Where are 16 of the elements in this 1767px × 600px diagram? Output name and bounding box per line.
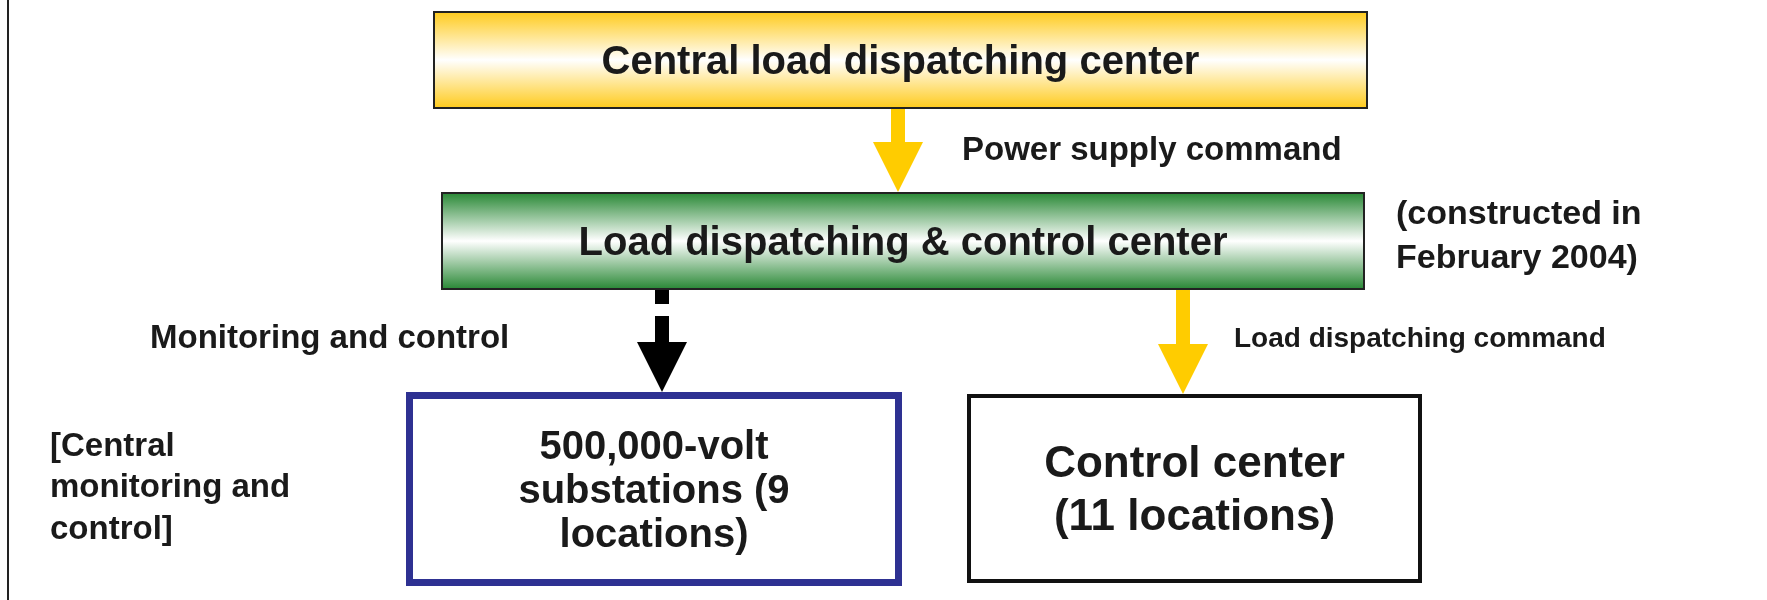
process-box <box>433 11 1368 109</box>
process-box <box>406 392 902 586</box>
edge-label: Monitoring and control <box>150 318 510 356</box>
side-note: [Central monitoring and control] <box>50 425 292 548</box>
node-label: 500,000-volt substations (9 locations) <box>517 423 791 555</box>
arrow <box>637 290 687 392</box>
node-label: Central load dispatching center <box>601 37 1200 84</box>
edge-label: Power supply command <box>962 130 1342 168</box>
arrow <box>1158 290 1208 394</box>
edge-label: Load dispatching command <box>1234 322 1606 354</box>
node-label: Control center (11 locations) <box>1043 435 1346 541</box>
arrow <box>873 109 923 192</box>
process-box <box>967 394 1422 583</box>
side-note: (constructed in February 2004) <box>1396 192 1643 278</box>
process-box <box>441 192 1365 290</box>
node-label: Load dispatching & control center <box>578 218 1228 265</box>
